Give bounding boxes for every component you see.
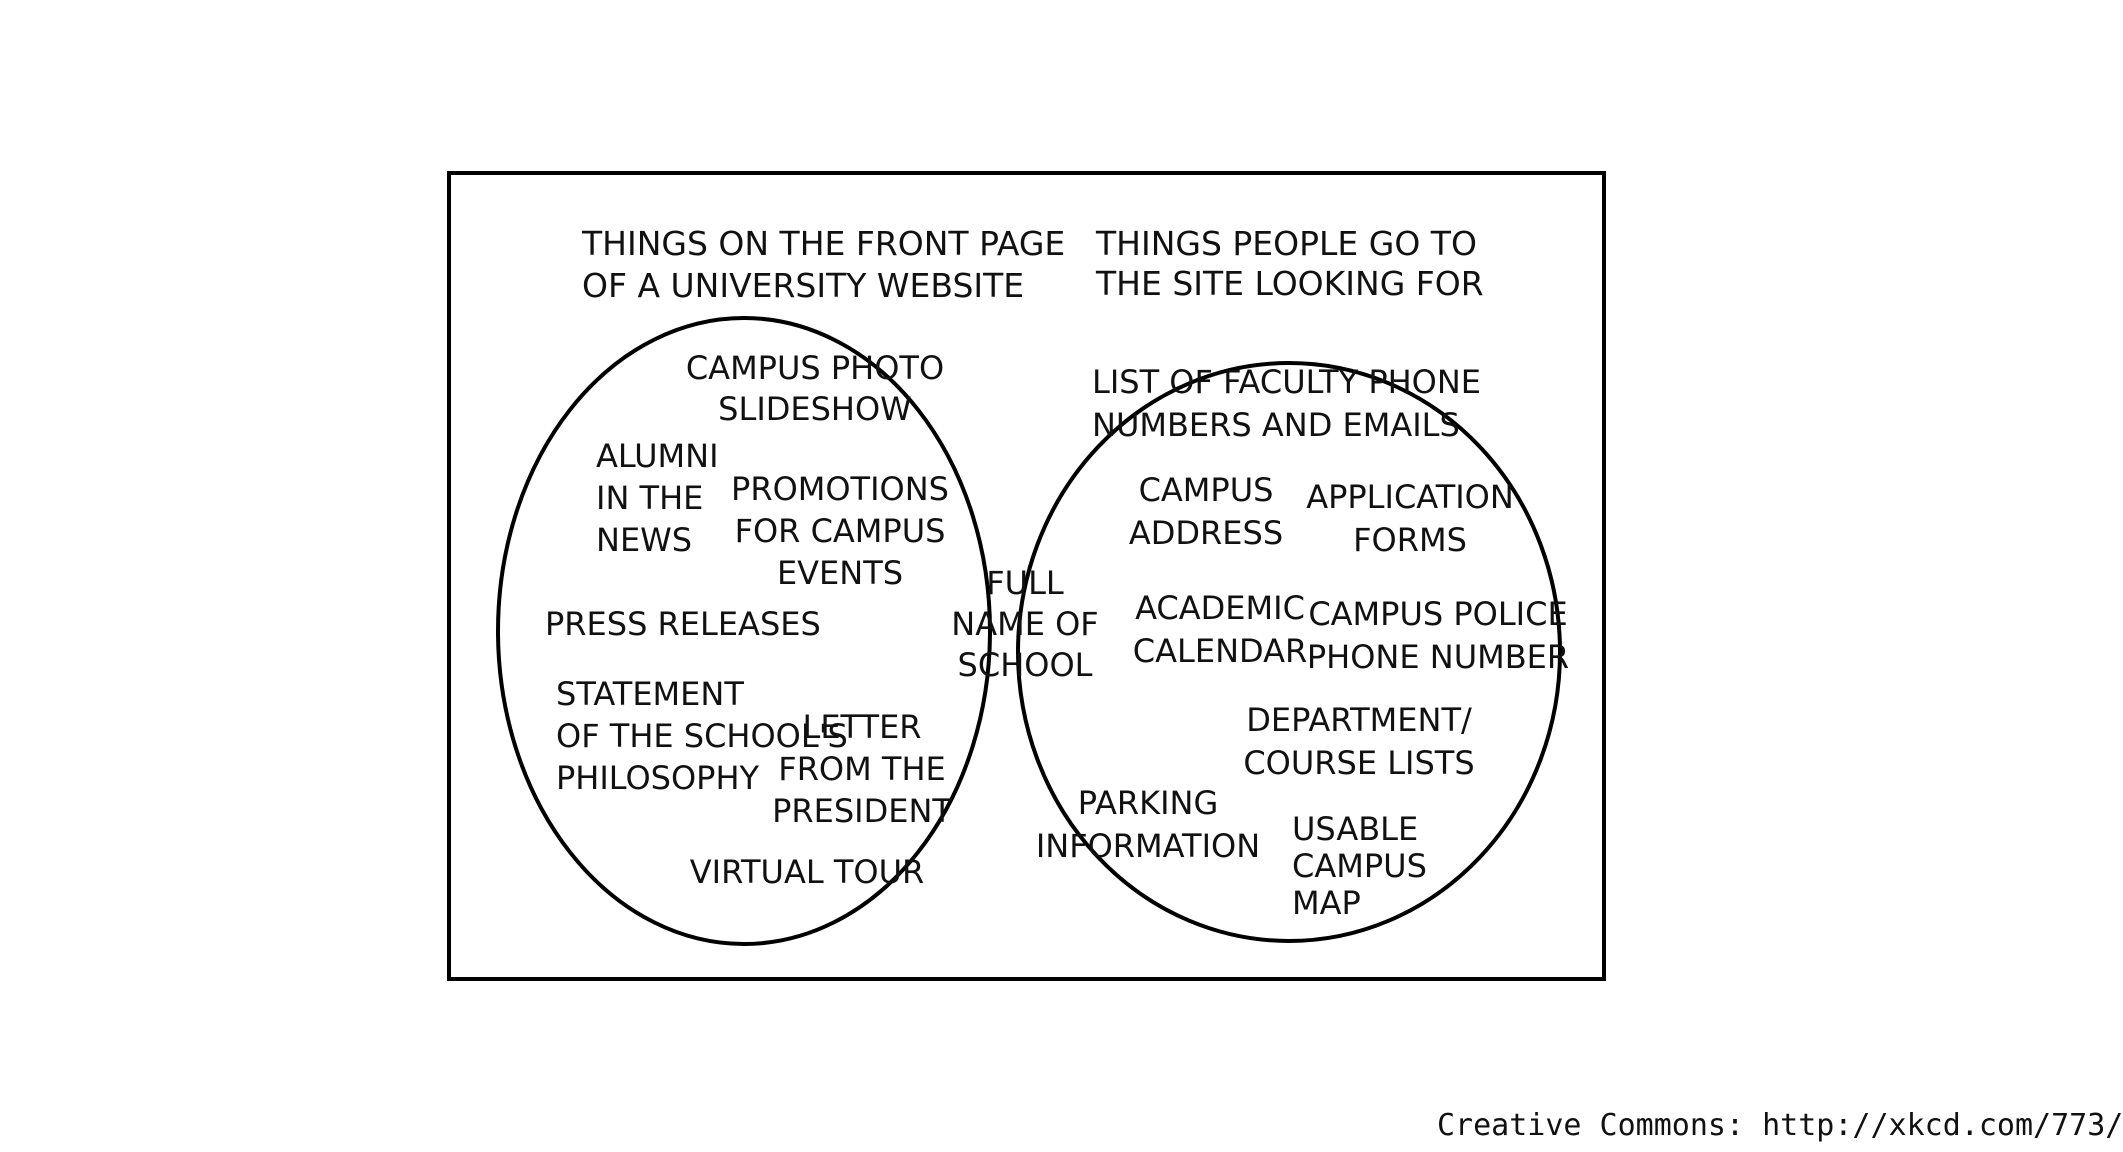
item-department-course-lists: DEPARTMENT/COURSE LISTS [1243,701,1474,782]
item-department-course-lists-line: COURSE LISTS [1243,744,1474,782]
item-letter-from-the-president-line: PRESIDENT [772,792,952,830]
item-full-name-of-school-line: NAME OF [951,605,1098,643]
item-application-forms: APPLICATION FORMS [1306,478,1514,559]
item-full-name-of-school-line: FULL [986,564,1064,602]
item-promotions-for-campus-events-line: PROMOTIONS [731,470,949,508]
item-campus-photo-slideshow-line: CAMPUS PHOTO [686,349,944,387]
item-application-forms-line: APPLICATION [1306,478,1514,516]
item-campus-address-line: CAMPUS [1139,471,1274,509]
item-usable-campus-map-line: CAMPUS [1292,847,1427,885]
item-faculty-phone-numbers-line: NUMBERS AND EMAILS [1092,406,1460,444]
item-promotions-for-campus-events-line: FOR CAMPUS [735,512,946,550]
item-virtual-tour: VIRTUAL TOUR [690,853,924,891]
right-circle [1016,361,1562,943]
item-campus-photo-slideshow-line: SLIDESHOW [718,390,912,428]
item-press-releases: PRESS RELEASES [545,605,821,643]
item-letter-from-the-president-line: FROM THE [778,750,945,788]
item-virtual-tour-line: VIRTUAL TOUR [690,853,924,891]
item-alumni-in-the-news-line: NEWS [596,521,692,559]
item-statement-of-philosophy-line: PHILOSOPHY [556,759,760,797]
item-statement-of-philosophy: STATEMENT OF THE SCHOOL'S PHILOSOPHY [556,675,848,797]
item-academic-calendar-line: ACADEMIC [1135,589,1305,627]
item-campus-address-line: ADDRESS [1129,514,1283,552]
item-application-forms-line: FORMS [1353,521,1467,559]
item-academic-calendar-line: CALENDAR [1133,632,1307,670]
item-faculty-phone-numbers-line: LIST OF FACULTY PHONE [1092,363,1481,401]
item-faculty-phone-numbers: LIST OF FACULTY PHONE NUMBERS AND EMAILS [1092,363,1481,444]
credit-text: Creative Commons: http://xkcd.com/773/ [1437,1108,2123,1143]
item-full-name-of-school-line: SCHOOL [958,646,1093,684]
item-alumni-in-the-news-line: IN THE [596,479,703,517]
item-department-course-lists-line: DEPARTMENT/ [1246,701,1472,739]
item-academic-calendar: ACADEMIC CALENDAR [1133,589,1307,670]
item-alumni-in-the-news: ALUMNI IN THE NEWS [596,437,719,559]
item-statement-of-philosophy-line: OF THE SCHOOL'S [556,717,848,755]
heading-right-line: THINGS PEOPLE GO TO [1095,224,1477,263]
item-campus-address: CAMPUS ADDRESS [1129,471,1283,552]
heading-right-line: THE SITE LOOKING FOR [1095,264,1484,303]
item-statement-of-philosophy-line: STATEMENT [556,675,744,713]
item-campus-police-phone-line: CAMPUS POLICE [1308,595,1567,633]
item-alumni-in-the-news-line: ALUMNI [596,437,719,475]
item-usable-campus-map-line: USABLE [1292,810,1418,848]
item-parking-information: PARKING INFORMATION [1036,784,1260,865]
heading-left-line: THINGS ON THE FRONT PAGE [581,224,1065,263]
item-campus-police-phone: CAMPUS POLICE PHONE NUMBER [1307,595,1569,676]
item-parking-information-line: PARKING [1078,784,1219,822]
item-letter-from-the-president: LETTER FROM THE PRESIDENT [772,708,952,830]
item-campus-police-phone-line: PHONE NUMBER [1307,638,1569,676]
heading-left-line: OF A UNIVERSITY WEBSITE [582,266,1024,305]
item-parking-information-line: INFORMATION [1036,827,1260,865]
left-circle [496,316,992,946]
item-press-releases-line: PRESS RELEASES [545,605,821,643]
item-promotions-for-campus-events: PROMOTIONS FOR CAMPUS EVENTS [731,470,949,592]
item-promotions-for-campus-events-line: EVENTS [777,554,903,592]
item-letter-from-the-president-line: LETTER [802,708,921,746]
item-usable-campus-map-line: MAP [1292,884,1361,922]
